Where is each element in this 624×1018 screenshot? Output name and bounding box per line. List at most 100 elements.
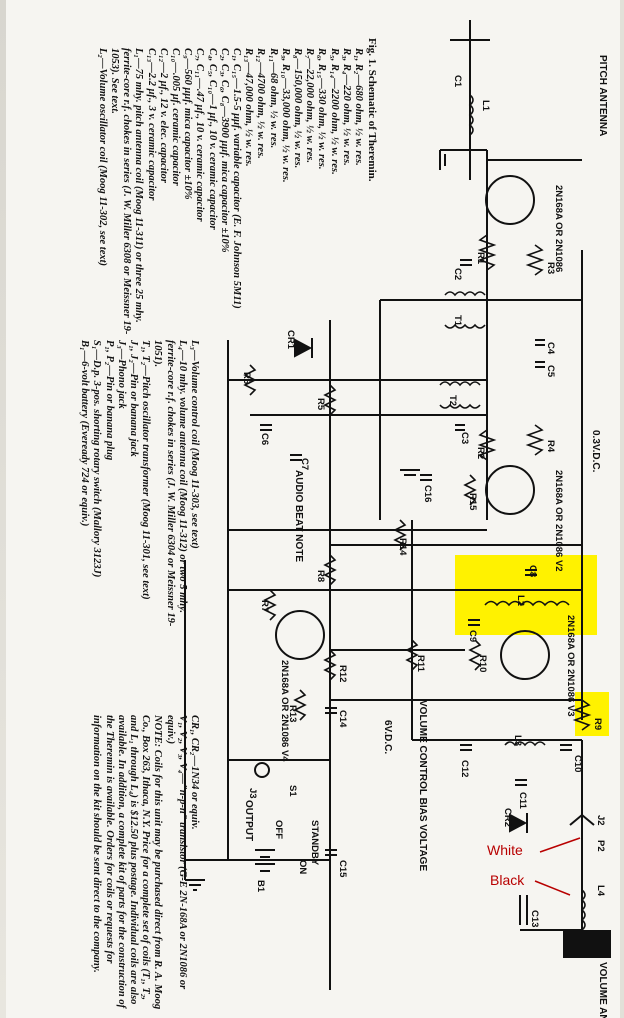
component-label-r11: R11 bbox=[415, 655, 426, 673]
component-label-c4: C4 bbox=[545, 342, 556, 355]
component-label-cr2: CR2 bbox=[502, 808, 513, 827]
coil-l2 bbox=[484, 600, 570, 607]
transformer-t2 bbox=[439, 381, 481, 409]
component-label-c14: C14 bbox=[337, 710, 348, 728]
annotation-black: Black bbox=[490, 872, 525, 888]
label-volume-control-bias: VOLUME CONTROL BIAS VOLTAGE bbox=[417, 700, 428, 871]
component-label-c15: C15 bbox=[337, 860, 348, 878]
resistor-r4 bbox=[525, 424, 545, 456]
component-label-r1: R1 bbox=[475, 252, 486, 265]
component-label-c11: C11 bbox=[517, 792, 528, 810]
label-pitch-antenna: PITCH ANTENNA bbox=[597, 55, 608, 136]
jack-j3 bbox=[254, 762, 270, 778]
plug-p2 bbox=[569, 814, 595, 826]
component-label-t1: T1 bbox=[452, 315, 463, 327]
coil-l3 bbox=[504, 741, 546, 747]
label-supply-top: 0.3V.D.C. bbox=[590, 430, 601, 473]
resistor-r5 bbox=[323, 384, 337, 416]
component-label-c3: C3 bbox=[459, 432, 470, 444]
component-label-c10: C10 bbox=[572, 755, 583, 772]
diode-cr1 bbox=[294, 338, 313, 358]
label-transistor-v3: 2N168A OR 2N1086 V3 bbox=[565, 615, 576, 717]
component-label-c7: C7 bbox=[299, 458, 310, 470]
resistor-r7 bbox=[263, 589, 277, 621]
component-label-cr1: CR1 bbox=[285, 330, 296, 350]
component-label-c1: C1 bbox=[452, 75, 463, 88]
resistor-r12 bbox=[323, 649, 337, 681]
label-off: OFF bbox=[273, 820, 284, 839]
ground-symbol bbox=[439, 150, 446, 170]
schematic-text-labels: PITCH ANTENNA VOLUME ANTENNA 0.3V.D.C. 6… bbox=[243, 55, 608, 1018]
annotation-leaders bbox=[534, 837, 581, 896]
pitch-antenna-symbol bbox=[450, 20, 490, 60]
transistor-v4 bbox=[275, 610, 325, 660]
component-label-s1: S1 bbox=[287, 785, 298, 797]
battery-b1 bbox=[255, 849, 275, 872]
component-label-r3: R3 bbox=[545, 262, 556, 274]
label-standby: STANDBY bbox=[309, 820, 320, 866]
component-label-c13: C13 bbox=[529, 910, 540, 927]
component-label-r8: R8 bbox=[315, 570, 326, 582]
resistor-r15 bbox=[463, 474, 477, 506]
component-label-c2: C2 bbox=[452, 268, 463, 280]
component-label-r15: R15 bbox=[467, 493, 478, 511]
transistors bbox=[275, 175, 550, 680]
component-label-r9: R9 bbox=[592, 718, 603, 730]
resistor-r13 bbox=[293, 689, 307, 721]
component-label-t2: T2 bbox=[447, 395, 458, 406]
label-on: ON bbox=[297, 860, 308, 874]
transistor-v3 bbox=[500, 630, 550, 680]
annotation-white: White bbox=[487, 842, 523, 858]
component-label-l4: L4 bbox=[595, 885, 606, 897]
label-transistor-v4: 2N168A OR 2N1086 V4 bbox=[279, 660, 290, 762]
resistor-r1 bbox=[477, 234, 497, 271]
coils bbox=[439, 94, 586, 931]
component-label-l3: L3 bbox=[512, 735, 523, 746]
resistor-r6 bbox=[243, 364, 257, 396]
label-audio-beat-note: AUDIO BEAT NOTE bbox=[293, 470, 304, 562]
resistor-r14 bbox=[393, 519, 407, 551]
misc-symbols bbox=[185, 20, 595, 891]
component-label-r4: R4 bbox=[545, 440, 556, 453]
component-label-r7: R7 bbox=[259, 600, 270, 612]
diode-cr2 bbox=[509, 813, 528, 833]
resistor-r10 bbox=[468, 639, 482, 671]
resistor-r2 bbox=[477, 429, 497, 461]
transformer-t1 bbox=[444, 291, 486, 329]
component-label-l2: L2 bbox=[515, 595, 526, 606]
component-label-c9: C9 bbox=[467, 630, 478, 642]
resistor-r3 bbox=[525, 244, 545, 276]
component-label-j3: J3 bbox=[247, 788, 258, 799]
component-label-r14: R14 bbox=[397, 538, 408, 556]
highlight-oscillator bbox=[455, 555, 597, 635]
component-label-b1: B1 bbox=[255, 880, 266, 893]
component-label-c5: C5 bbox=[545, 365, 556, 378]
component-label-j2: J2 bbox=[595, 815, 606, 826]
resistor-r8 bbox=[323, 554, 337, 586]
label-output: OUTPUT bbox=[243, 800, 254, 841]
scan-edge-right bbox=[620, 0, 624, 1018]
coil-l1 bbox=[468, 94, 474, 136]
ground-symbol bbox=[185, 879, 205, 891]
component-label-c6: C6 bbox=[259, 433, 270, 445]
component-label-r10: R10 bbox=[477, 655, 488, 672]
resistor-r9 bbox=[572, 699, 592, 731]
label-volume-antenna: VOLUME ANTENNA bbox=[597, 962, 608, 1018]
label-supply-6v: 6V.D.C. bbox=[382, 720, 393, 754]
component-label-c8: C8 bbox=[527, 565, 538, 577]
component-label-r12: R12 bbox=[337, 665, 348, 682]
component-label-r2: R2 bbox=[475, 447, 486, 459]
ground-symbol bbox=[400, 469, 420, 476]
resistor-r11 bbox=[405, 639, 419, 671]
schematic-wiring bbox=[184, 20, 583, 990]
component-label-c16: C16 bbox=[422, 485, 433, 502]
label-transistor-v1: 2N168A OR 2N1086 bbox=[553, 185, 564, 272]
component-label-r13: R13 bbox=[287, 705, 298, 722]
component-label-p2: P2 bbox=[595, 840, 606, 852]
component-label-c12: C12 bbox=[459, 760, 470, 777]
component-label-r5: R5 bbox=[315, 398, 326, 411]
component-label-l1: L1 bbox=[480, 100, 491, 112]
